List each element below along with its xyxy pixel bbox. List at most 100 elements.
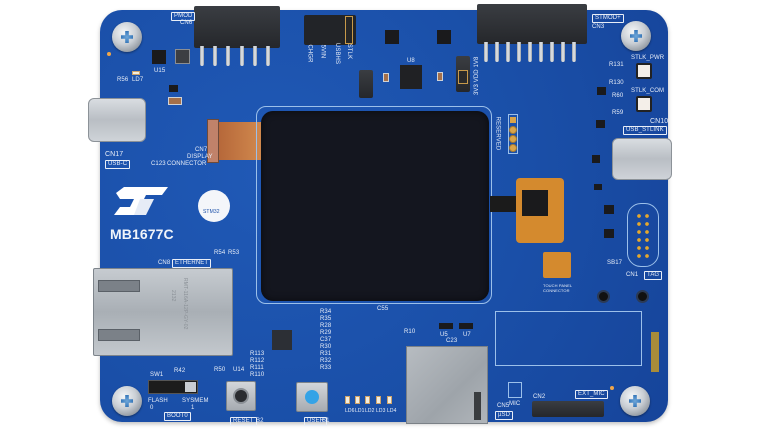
- reserved-pad: [510, 117, 516, 123]
- jumper-label-usbhs: USBHS: [334, 42, 341, 65]
- sw1-ref: SW1: [150, 372, 164, 378]
- r29-label: R29: [320, 330, 332, 336]
- led-stlk-com: [636, 96, 652, 112]
- ic-u9: [385, 30, 399, 44]
- header-pin: [240, 46, 244, 66]
- stlk-pwr-label: STLK_PWR: [631, 55, 665, 61]
- jumper-label-stlk: STLK: [346, 43, 353, 60]
- c23-label: C23: [446, 338, 458, 344]
- header-pin: [253, 46, 257, 66]
- ic-u1: [604, 205, 614, 214]
- user-led-label: LD3: [376, 408, 386, 414]
- display-connector-label-1: DISPLAY: [187, 154, 213, 160]
- user-label: USER: [304, 417, 328, 426]
- regulator-u8: [400, 65, 422, 89]
- touch-flex-tail: [490, 196, 516, 212]
- r50-label: R50: [214, 367, 226, 373]
- reset-ref: B2: [256, 418, 264, 424]
- capacitor-c1: [168, 97, 182, 105]
- r33-label: R33: [320, 365, 332, 371]
- ic-u15: [152, 50, 166, 64]
- usb-stlink-label: USB_STLINK: [623, 126, 667, 135]
- user-led-ld1: [355, 396, 360, 404]
- antenna-strip: [651, 332, 659, 372]
- usb-c-ref: CN17: [105, 151, 124, 158]
- r30-label: R30: [320, 344, 332, 350]
- u14-label: U14: [233, 367, 245, 373]
- reset-label: RESET: [230, 417, 257, 426]
- r35-label: R35: [320, 316, 332, 322]
- usb-stlink-port[interactable]: [612, 138, 672, 180]
- ic-u5: [439, 323, 453, 329]
- usb-stlink-ref: CN10: [650, 118, 669, 125]
- reset-button-cap[interactable]: [233, 388, 249, 404]
- stlk-pwr-res-a: R131: [609, 62, 624, 68]
- test-point: [107, 52, 111, 56]
- display-fpc-connector[interactable]: [207, 119, 219, 163]
- header-pin: [200, 46, 204, 66]
- st-logo-icon: [114, 187, 168, 215]
- mounting-screw-bottom-right: [620, 386, 650, 416]
- user-led-ld2: [365, 396, 370, 404]
- stlk-com-label: STLK_COM: [631, 88, 665, 94]
- led-ld7-label: LD7: [132, 77, 144, 83]
- jumper-cap-stlk[interactable]: [345, 16, 353, 44]
- lcd-display[interactable]: [261, 111, 489, 301]
- ext-mic-header[interactable]: [532, 401, 604, 417]
- boot0-switch[interactable]: [148, 380, 198, 394]
- ic-u3: [597, 87, 606, 95]
- boot0-scale-right: 1: [191, 405, 195, 411]
- reserved-header: [508, 114, 518, 154]
- user-button[interactable]: [296, 382, 328, 412]
- mic: [508, 382, 522, 398]
- header-pin: [484, 42, 488, 62]
- header-pin: [561, 42, 565, 62]
- ethernet-latch-slot: [98, 329, 140, 341]
- display-flex-cable: [219, 122, 263, 160]
- r53-label: R53: [228, 250, 240, 256]
- boot0-switch-slider[interactable]: [185, 382, 196, 392]
- stlk-com-res-a: R60: [612, 93, 624, 99]
- tag-connector[interactable]: [635, 212, 651, 258]
- c123-label: C123: [151, 161, 166, 167]
- user-led-ld3: [376, 396, 381, 404]
- ic-u7: [459, 323, 473, 329]
- r42-label: R42: [174, 368, 186, 374]
- reset-button[interactable]: [226, 381, 256, 411]
- diode-d1: [169, 85, 178, 92]
- mounting-hole: [597, 290, 610, 303]
- display-connector-label-2: CONNECTOR: [167, 161, 207, 167]
- tag-label: TAG: [644, 271, 663, 280]
- u7-label: U7: [463, 332, 471, 338]
- mounting-screw-top-right: [621, 21, 651, 51]
- pmod-header[interactable]: [194, 6, 280, 48]
- st-logo: [110, 185, 170, 217]
- c55-label: C55: [377, 306, 389, 312]
- r10-label: R10: [404, 329, 416, 335]
- jp2-jumper[interactable]: [359, 70, 373, 98]
- user-led-ld6: [345, 396, 350, 404]
- header-pin: [528, 42, 532, 62]
- jumper-label-5vin: 5VIN: [319, 44, 326, 59]
- reserved-pad: [509, 135, 517, 143]
- usb-c-port[interactable]: [88, 98, 146, 142]
- mounting-screw-bottom-left: [112, 386, 142, 416]
- header-pin: [213, 46, 217, 66]
- touch-panel-connector[interactable]: [543, 252, 571, 278]
- stmod-header[interactable]: [477, 4, 587, 44]
- stmod-label: STMOD+: [592, 14, 624, 23]
- vdd-jumper-cap[interactable]: [458, 70, 468, 84]
- u15-label: U15: [154, 68, 166, 74]
- led-ld7-res: R56: [117, 77, 129, 83]
- stm32-badge-text: STM32: [203, 209, 220, 215]
- user-ref: B1: [322, 418, 330, 424]
- usd-ref: CN5: [497, 403, 510, 409]
- module-footprint: [495, 311, 642, 366]
- user-button-cap[interactable]: [305, 390, 319, 404]
- ext-mic-ref: CN2: [533, 394, 546, 400]
- header-pin: [517, 42, 521, 62]
- r28-label: R28: [320, 323, 332, 329]
- usd-label: µSD: [495, 411, 514, 420]
- r113-label: R113: [250, 351, 265, 357]
- display-connector-ref: CN7: [195, 147, 208, 153]
